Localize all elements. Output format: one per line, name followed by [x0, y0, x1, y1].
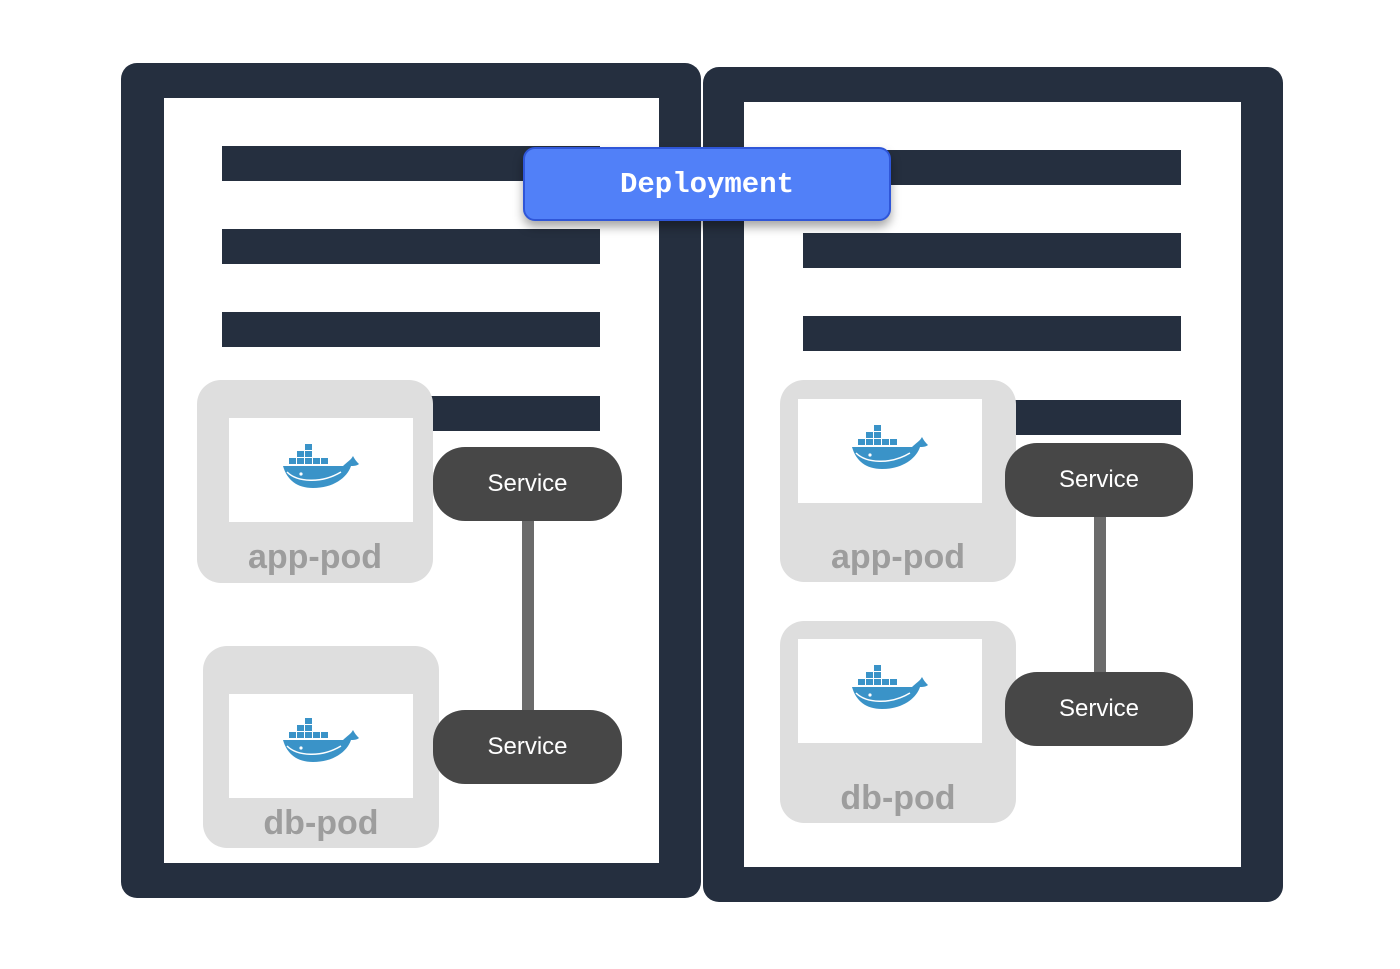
db-pod-container-box — [229, 694, 413, 798]
docker-whale-icon — [283, 718, 359, 762]
docker-whale-icon — [852, 425, 928, 469]
node-right-service-connector — [1094, 512, 1106, 682]
db-pod-container-box — [798, 639, 982, 743]
db-pod-label: db-pod — [840, 779, 956, 817]
node-left-app-service[interactable]: Service — [433, 447, 622, 521]
node-left-service-connector — [522, 515, 534, 715]
app-pod-label: app-pod — [247, 538, 383, 576]
node-left-bar-2 — [222, 229, 600, 264]
app-pod-container-box — [798, 399, 982, 503]
node-right-bar-2 — [803, 233, 1181, 268]
app-pod-container-box — [229, 418, 413, 522]
node-right-db-service[interactable]: Service — [1005, 672, 1193, 746]
deployment-badge[interactable]: Deployment — [523, 147, 891, 221]
node-right-app-service[interactable]: Service — [1005, 443, 1193, 517]
docker-whale-icon — [283, 444, 359, 488]
node-left-db-pod[interactable]: db-pod — [203, 646, 439, 848]
node-right-bar-3 — [803, 316, 1181, 351]
node-left-bar-3 — [222, 312, 600, 347]
docker-whale-icon — [852, 665, 928, 709]
app-pod-label: app-pod — [830, 538, 966, 576]
db-pod-label: db-pod — [263, 804, 379, 842]
node-left-app-pod[interactable]: app-pod — [197, 380, 433, 583]
node-right-db-pod[interactable]: db-pod — [780, 621, 1016, 823]
node-right-app-pod[interactable]: app-pod — [780, 380, 1016, 582]
node-left-db-service[interactable]: Service — [433, 710, 622, 784]
